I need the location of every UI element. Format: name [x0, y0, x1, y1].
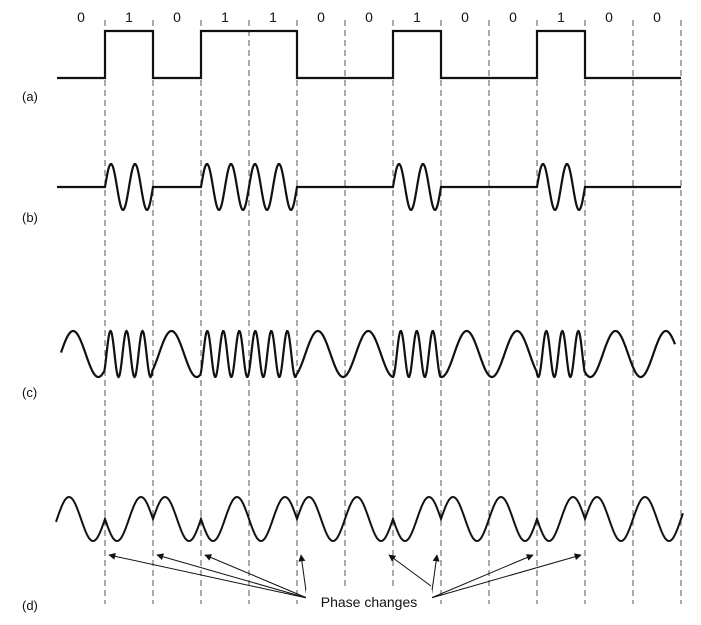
- bit-label: 1: [413, 9, 421, 25]
- bit-label: 1: [269, 9, 277, 25]
- row-label-a: (a): [22, 89, 38, 104]
- phase-modulation-waveform: [55, 495, 684, 543]
- phase-changes-label: Phase changes: [321, 594, 418, 610]
- phase-change-arrow: [156, 553, 308, 599]
- bit-label: 0: [461, 9, 469, 25]
- phase-change-arrow: [108, 552, 308, 599]
- phase-change-arrows: [108, 552, 582, 599]
- row-label-c: (c): [22, 385, 37, 400]
- amplitude-modulation-waveform: [57, 163, 681, 211]
- bit-label: 0: [77, 9, 85, 25]
- bit-value-labels: 0 1 0 1 1 0 0 1 0 0 1 0 0: [77, 9, 661, 25]
- bit-label: 0: [173, 9, 181, 25]
- row-label-d: (d): [22, 598, 38, 613]
- annotation-backdrop: [306, 590, 432, 612]
- row-label-b: (b): [22, 210, 38, 225]
- phase-change-arrow: [430, 553, 582, 599]
- bit-label: 1: [125, 9, 133, 25]
- bit-label: 0: [317, 9, 325, 25]
- phase-change-arrow: [430, 554, 534, 599]
- bit-label: 0: [653, 9, 661, 25]
- bit-label: 1: [221, 9, 229, 25]
- bit-label: 1: [557, 9, 565, 25]
- phase-change-arrow: [204, 554, 308, 599]
- frequency-modulation-waveform: [59, 329, 677, 379]
- bit-label: 0: [605, 9, 613, 25]
- phase-change-arrow: [388, 554, 432, 587]
- binary-signal-waveform: [57, 29, 681, 80]
- bit-label: 0: [509, 9, 517, 25]
- bit-boundary-guides: [104, 20, 682, 604]
- bit-label: 0: [365, 9, 373, 25]
